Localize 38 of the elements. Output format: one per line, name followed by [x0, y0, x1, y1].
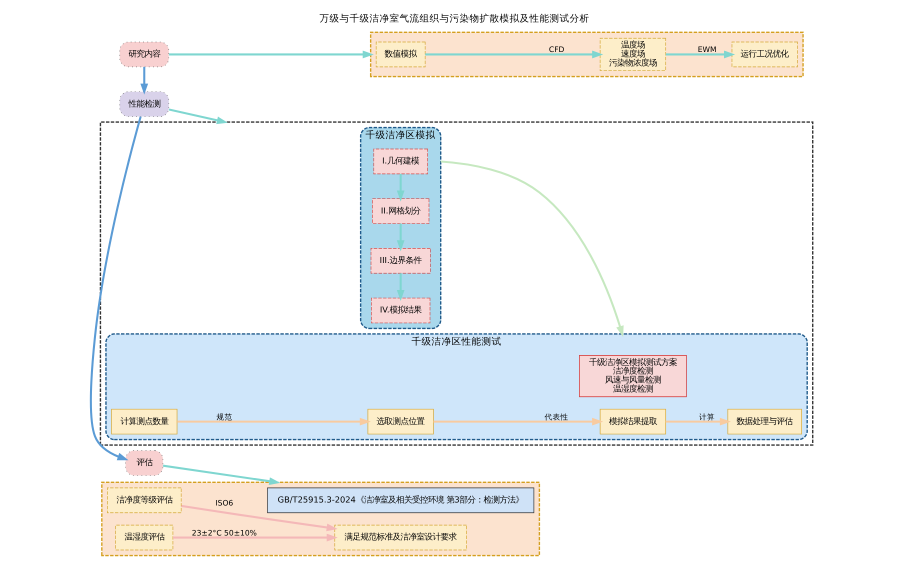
arrow	[396, 273, 405, 302]
node-box: 温湿度评估	[115, 524, 174, 550]
node-box: IV.模拟结果	[371, 298, 430, 324]
node-box: II.网格划分	[372, 198, 430, 224]
node-box: 千级洁净区模拟测试方案 洁净度检测 风速与风量检测 温湿度检测	[579, 355, 687, 398]
node-box: 性能检测	[119, 91, 170, 117]
cluster	[370, 32, 804, 78]
arrow	[162, 464, 280, 486]
arrow	[425, 50, 604, 58]
arrow	[396, 174, 405, 202]
node-box: 数值模拟	[376, 42, 426, 68]
node-box: 选取测点位置	[368, 408, 434, 434]
arrow	[140, 66, 148, 95]
arrow	[177, 418, 371, 426]
arrow	[440, 160, 624, 337]
node-box: 洁净度等级评估	[107, 488, 182, 514]
arrow	[181, 504, 338, 532]
arrow	[666, 50, 736, 58]
node-box: 计算测点数量	[111, 408, 178, 434]
arrow	[168, 50, 374, 58]
node-box: 满足规范标准及洁净室设计要求	[334, 524, 467, 550]
node-box: GB/T25915.3-2024《洁净室及相关受控环境 第3部分：检测方法》	[267, 488, 534, 514]
node-box: 评估	[125, 450, 164, 476]
arrow	[666, 418, 731, 426]
arrow	[433, 418, 604, 426]
diagram-title: 万级与千级洁净室气流组织与污染物扩散模拟及性能测试分析	[320, 13, 590, 24]
node-box: 研究内容	[119, 42, 170, 68]
cluster	[100, 121, 814, 446]
node-box: III.边界条件	[370, 248, 431, 274]
node-box: 温度场 速度场 污染物浓度场	[600, 38, 666, 71]
arrow	[396, 224, 405, 252]
node-box: I.几何建模	[373, 148, 428, 174]
node-box: 数据处理与评估	[727, 408, 802, 434]
cluster	[101, 482, 540, 556]
arrow	[168, 108, 228, 124]
node-box: 运行工况优化	[732, 42, 798, 68]
node-box: 模拟结果提取	[600, 408, 666, 434]
arrow	[172, 534, 338, 542]
